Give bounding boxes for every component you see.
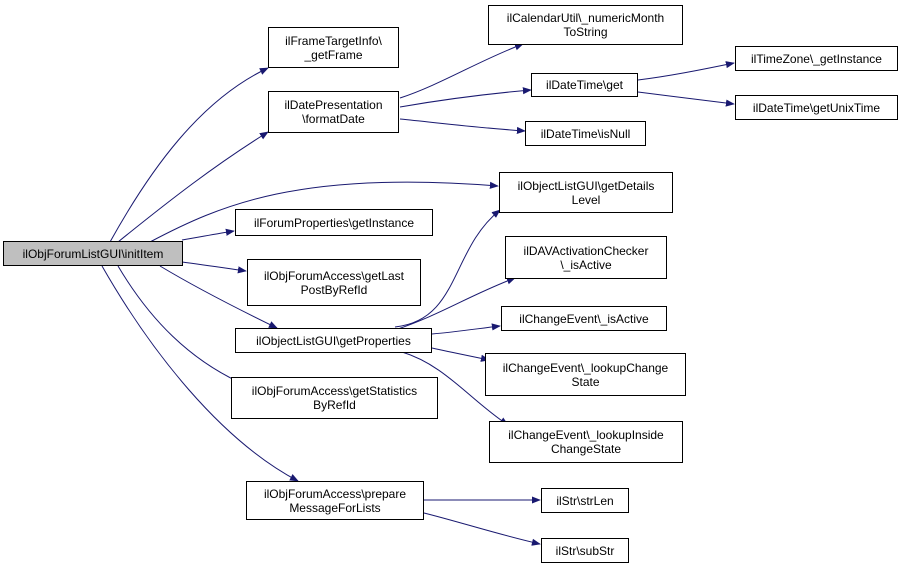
edge-prepare-substr [423,512,541,546]
node-datetime-unix[interactable]: ilDateTime\getUnixTime [735,95,898,120]
node-lookup-inside[interactable]: ilChangeEvent\_lookupInside ChangeState [489,421,683,463]
node-details-level[interactable]: ilObjectListGUI\getDetails Level [499,172,673,213]
edge-root-frame-target-info [109,67,269,243]
edge-root-details-level [149,181,499,243]
edge-props-change-active [431,323,501,335]
edge-get-timezone [637,61,735,81]
node-change-event-active[interactable]: ilChangeEvent\_isActive [501,306,667,331]
edge-root-date-presentation [117,131,269,243]
node-sub-str[interactable]: ilStr\subStr [541,538,629,563]
node-frame-target-info[interactable]: ilFrameTargetInfo\ _getFrame [268,27,399,68]
edge-root-prepare-message [101,265,299,482]
node-forum-access-stats[interactable]: ilObjForumAccess\getStatistics ByRefId [231,377,438,419]
edge-props-dav [394,277,516,331]
node-lookup-change[interactable]: ilChangeEvent\_lookupChange State [485,353,686,396]
edge-date-calendar [399,43,524,99]
edge-date-isnull [399,118,526,135]
node-forum-access-last[interactable]: ilObjForumAccess\getLast PostByRefId [247,259,421,306]
node-get-properties[interactable]: ilObjectListGUI\getProperties [235,328,432,353]
node-date-presentation[interactable]: ilDatePresentation \formatDate [268,91,399,133]
edge-props-details-level [394,209,501,328]
node-prepare-message[interactable]: ilObjForumAccess\prepare MessageForLists [246,481,424,520]
edge-root-get-properties [159,265,278,329]
node-str-len[interactable]: ilStr\strLen [541,488,629,513]
edge-props-lookup-inside [401,351,509,426]
node-timezone[interactable]: ilTimeZone\_getInstance [735,46,898,71]
edge-props-lookup-change [431,347,490,362]
node-forum-properties[interactable]: ilForumProperties\getInstance [235,209,433,236]
edge-root-forum-properties [181,228,235,241]
edge-get-unixtime [637,91,735,107]
edge-root-forum-access-stats [117,265,244,385]
node-datetime-isnull[interactable]: ilDateTime\isNull [525,121,646,146]
edge-date-datetime-get [399,87,532,108]
node-root: ilObjForumListGUI\initItem [3,241,183,266]
node-dav-checker[interactable]: ilDAVActivationChecker \_isActive [505,236,667,279]
node-calendar-util[interactable]: ilCalendarUtil\_numericMonth ToString [488,5,683,45]
node-datetime-get[interactable]: ilDateTime\get [531,73,638,97]
edge-root-forum-access-last [181,261,247,274]
